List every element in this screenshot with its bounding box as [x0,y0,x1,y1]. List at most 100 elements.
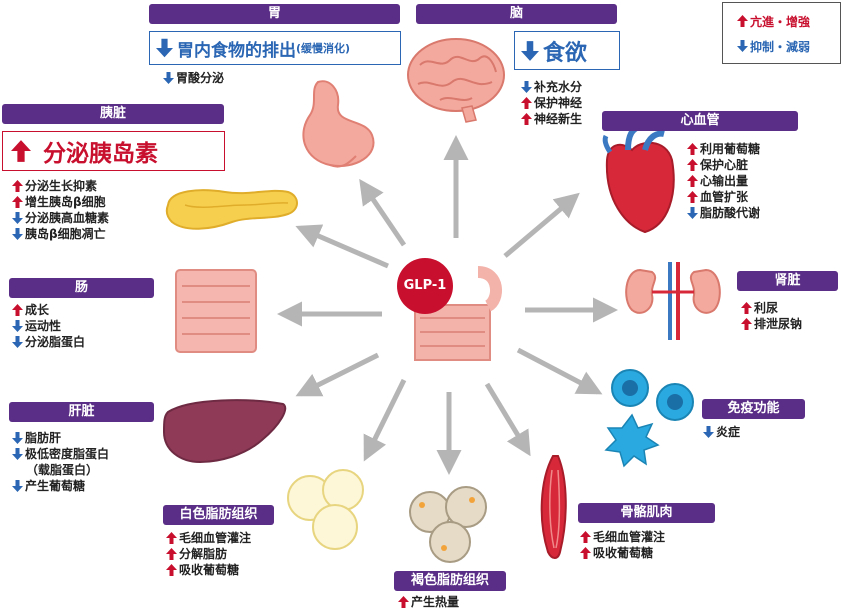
effect-item: 神经新生 [521,111,582,127]
brain-illustration [407,38,505,123]
immune-effects: 炎症 [703,424,740,440]
effect-item: 成长 [12,302,85,318]
effect-item: 产生葡萄糖 [12,478,109,494]
up-arrow-icon [741,318,752,330]
up-arrow-icon [166,564,177,576]
brain-header: 脑 [416,4,617,24]
brown-fat-header: 褐色脂肪组织 [394,571,506,591]
effect-text: 胰岛β细胞凋亡 [25,227,106,241]
cardio-effects: 利用葡萄糖保护心脏心输出量血管扩张脂肪酸代谢 [687,141,760,221]
down-arrow-icon [12,320,23,332]
legend-down: 抑制・減弱 [737,38,840,55]
arrow-to-cardio [503,192,580,258]
up-arrow-icon [11,140,31,162]
effect-item: 运动性 [12,318,85,334]
muscle-effects: 毛细血管灌注吸收葡萄糖 [580,529,665,561]
effect-item: 炎症 [703,424,740,440]
effect-text: 保护心脏 [700,158,749,172]
effect-item: 保护神经 [521,95,582,111]
legend-up-label: 亢進・增強 [750,15,811,29]
up-arrow-icon [398,596,409,608]
stomach-header: 胃 [149,4,400,24]
effect-text: 血管扩张 [700,190,749,204]
radiating-arrows [277,135,618,475]
effect-item: 毛细血管灌注 [580,529,665,545]
effect-text: 脂肪酸代谢 [700,206,761,220]
immune-cells-illustration [604,369,694,468]
legend-down-label: 抑制・減弱 [750,40,811,54]
effect-item: 胃酸分泌 [163,70,224,86]
heart-illustration [602,123,675,234]
arrow-to-stomach [359,178,407,247]
effect-item: 补充水分 [521,79,582,95]
muscle-illustration [540,455,567,559]
up-arrow-icon [737,15,748,27]
effect-item: 毛细血管灌注 [166,530,251,546]
down-arrow-icon [163,72,174,84]
liver-illustration [162,399,287,464]
up-arrow-icon [687,143,698,155]
effect-text: 保护神经 [534,96,583,110]
effect-text: 毛细血管灌注 [179,531,252,545]
effect-item: 分泌生长抑素 [12,178,109,194]
effect-text: 心输出量 [700,174,749,188]
effect-text: 炎症 [716,425,741,439]
brain-effects: 补充水分保护神经神经新生 [521,79,582,127]
stomach-main-sub: (缓慢消化) [296,42,351,55]
arrow-to-pancreas [295,224,389,269]
effect-item: 利用葡萄糖 [687,141,760,157]
pancreas-main-box: 分泌胰岛素 [2,131,225,171]
down-arrow-icon [12,228,23,240]
stomach-illustration [302,80,375,168]
down-arrow-icon [521,40,539,61]
immune-header: 免疫功能 [702,399,805,419]
up-arrow-icon [580,531,591,543]
cardio-header: 心血管 [602,111,798,131]
down-arrow-icon [12,212,23,224]
kidney-header: 肾脏 [737,271,838,291]
effect-item: 分解脂肪 [166,546,251,562]
effect-text: 产生葡萄糖 [25,479,86,493]
kidney-effects: 利尿排泄尿钠 [741,300,802,332]
effect-item: 吸收葡萄糖 [580,545,665,561]
brain-main-box: 食欲 [514,31,620,70]
effect-text: 胃酸分泌 [176,71,225,85]
effect-item: 增生胰岛β细胞 [12,194,109,210]
legend-up: 亢進・增強 [737,13,840,30]
up-arrow-icon [687,175,698,187]
intestine-header: 肠 [9,278,154,298]
arrow-to-immune [516,347,603,395]
intestine-effects: 成长运动性分泌脂蛋白 [12,302,85,350]
up-arrow-icon [741,302,752,314]
arrow-to-white-fat [363,378,407,462]
down-arrow-icon [12,432,23,444]
effect-text: 脂肪肝 [25,431,62,445]
up-arrow-icon [166,532,177,544]
effect-item: 分泌胰高血糖素 [12,210,109,226]
effect-text: 产生热量 [411,595,460,609]
effect-text: 吸收葡萄糖 [593,546,654,560]
up-arrow-icon [12,304,23,316]
effect-item: 极低密度脂蛋白 [12,446,109,462]
brown-fat-cells-illustration [409,486,487,563]
effect-item: 脂肪肝 [12,430,109,446]
effect-item: 利尿 [741,300,802,316]
white-fat-cells-illustration [287,469,364,550]
effect-text: 排泄尿钠 [754,317,803,331]
effect-text: 补充水分 [534,80,583,94]
effect-text: 分泌胰高血糖素 [25,211,110,225]
effect-item: 血管扩张 [687,189,760,205]
effect-text: 吸收葡萄糖 [179,563,240,577]
effect-text: 成长 [25,303,50,317]
effect-text: 利尿 [754,301,779,315]
effect-text: 分泌生长抑素 [25,179,98,193]
white-fat-header: 白色脂肪组织 [163,505,274,525]
effect-text: 分解脂肪 [179,547,228,561]
up-arrow-icon [580,547,591,559]
effect-text: 运动性 [25,319,62,333]
pancreas-main-text: 分泌胰岛素 [43,141,158,167]
large-intestine-illustration [175,269,257,353]
pancreas-effects: 分泌生长抑素增生胰岛β细胞分泌胰高血糖素胰岛β细胞凋亡 [12,178,109,242]
effect-text: 分泌脂蛋白 [25,335,86,349]
